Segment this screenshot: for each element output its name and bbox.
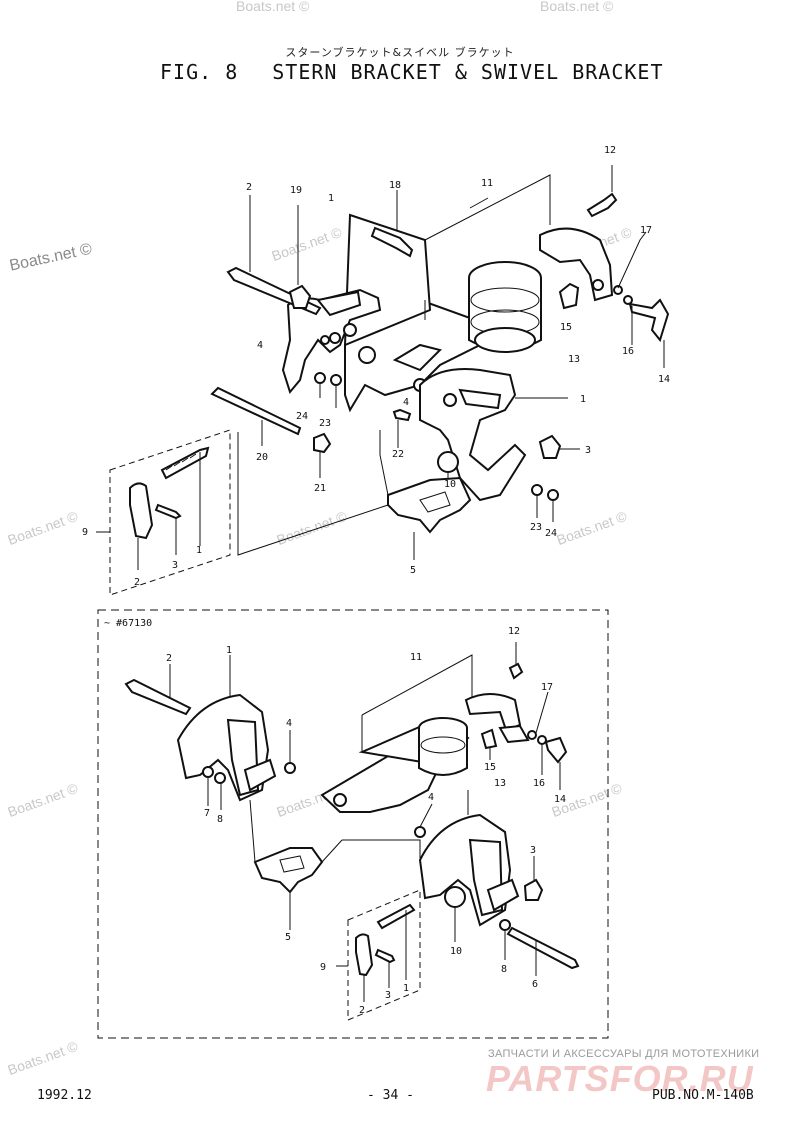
bolt — [506, 926, 580, 970]
callout-label: 3 — [530, 845, 536, 856]
callout-label: 4 — [286, 718, 292, 729]
callout-label: 9 — [320, 962, 326, 973]
callout-label: 2 — [166, 653, 172, 664]
callout-label: 6 — [532, 979, 538, 990]
callout-label: 4 — [403, 397, 409, 408]
clamp-plate — [253, 847, 324, 894]
callout-label: 4 — [257, 340, 263, 351]
callout-label: 8 — [217, 814, 223, 825]
callout-label: 7 — [204, 808, 210, 819]
footer-page-number: - 34 - — [367, 1088, 414, 1103]
callout-label: 5 — [285, 932, 291, 943]
japanese-title: スターンブラケット&スイベル ブラケット — [285, 46, 515, 59]
callout-label: 12 — [508, 626, 520, 637]
callout-label: 13 — [494, 778, 506, 789]
inset-label: ~ #67130 — [104, 618, 152, 629]
callout-label: 1 — [580, 394, 586, 405]
callout-label: 17 — [640, 225, 652, 236]
callout-label: 21 — [314, 483, 326, 494]
callout-label: 14 — [658, 374, 670, 385]
callout-label: 14 — [554, 794, 566, 805]
inset-frame — [97, 609, 609, 1039]
callout-label: 9 — [82, 527, 88, 538]
callout-label: 8 — [501, 964, 507, 975]
callout-label: 24 — [296, 411, 308, 422]
callout-label: 23 — [530, 522, 542, 533]
tilt-rod — [210, 386, 302, 436]
thumb-screw — [628, 298, 670, 343]
callout-label: 19 — [290, 185, 302, 196]
watermark: Boats.net © — [236, 0, 310, 14]
callout-label: 2 — [359, 1005, 365, 1016]
callout-label: 23 — [319, 418, 331, 429]
callout-label: 10 — [444, 479, 456, 490]
callout-label: 18 — [389, 180, 401, 191]
callout-label: 22 — [392, 449, 404, 460]
callout-label: 3 — [172, 560, 178, 571]
callout-label: 3 — [585, 445, 591, 456]
callout-label: 11 — [481, 178, 493, 189]
partsfor-logo: PARTSFOR.RU — [486, 1058, 754, 1099]
callout-label: 13 — [568, 354, 580, 365]
figure-name: STERN BRACKET & SWIVEL BRACKET — [272, 60, 664, 84]
footer-pub-number: PUB.NO.M-140B — [652, 1088, 754, 1103]
callout-label: 3 — [385, 990, 391, 1001]
callout-label: 1 — [226, 645, 232, 656]
figure-number: FIG. 8 — [160, 60, 239, 84]
callout-label: 11 — [410, 652, 422, 663]
bottom-assembly — [124, 642, 580, 1021]
top-assembly — [96, 165, 670, 596]
callout-label: 16 — [622, 346, 634, 357]
callout-label: 2 — [134, 577, 140, 588]
callout-label: 24 — [545, 528, 557, 539]
top-callouts: 1 1 2 2 3 3 4 4 5 9 10 11 12 13 14 15 16… — [82, 145, 670, 588]
bottom-callouts: 1 1 2 2 3 3 4 4 5 6 7 8 8 9 10 11 12 13 … — [166, 626, 566, 1016]
callout-label: 20 — [256, 452, 268, 463]
callout-label: 1 — [328, 193, 334, 204]
callout-label: 16 — [533, 778, 545, 789]
callout-label: 15 — [484, 762, 496, 773]
callout-label: 17 — [541, 682, 553, 693]
footer-date: 1992.12 — [37, 1088, 92, 1103]
spring — [160, 446, 210, 480]
callout-label: 12 — [604, 145, 616, 156]
callout-label: 5 — [410, 565, 416, 576]
callout-label: 1 — [196, 545, 202, 556]
watermark: Boats.net © — [540, 0, 614, 14]
figure-title: FIG. 8 STERN BRACKET & SWIVEL BRACKET — [160, 60, 663, 84]
callout-label: 4 — [428, 792, 434, 803]
clamp-plate — [387, 476, 472, 534]
logo-tagline: ЗАПЧАСТИ И АКСЕССУАРЫ ДЛЯ МОТОТЕХНИКИ — [488, 1048, 760, 1060]
callout-label: 15 — [560, 322, 572, 333]
callout-label: 10 — [450, 946, 462, 957]
tilt-lever — [129, 482, 154, 540]
callout-label: 2 — [246, 182, 252, 193]
callout-label: 1 — [403, 983, 409, 994]
